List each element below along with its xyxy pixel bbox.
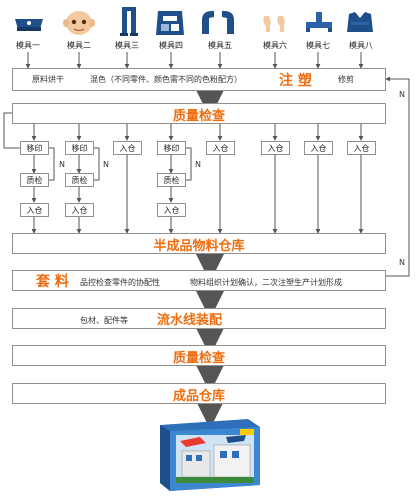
kitting-title: 套 料 [36, 274, 69, 290]
toy-box-icon [160, 419, 260, 491]
transfer-box-2: 移印 [65, 141, 94, 155]
store-box-7: 入仓 [304, 141, 333, 155]
n-label-loop: N [399, 90, 405, 99]
store-box-4: 入仓 [157, 203, 186, 217]
finished-warehouse-bar [12, 383, 386, 404]
mold-5-label: 模具五 [208, 41, 232, 50]
quality-check-title-1: 质量检查 [172, 109, 225, 124]
assembly-bar [12, 308, 386, 329]
transfer-box-4: 移印 [157, 141, 186, 155]
hands-icon [263, 16, 285, 32]
mold-1-label: 模具一 [16, 41, 40, 50]
trim-text: 修剪 [338, 75, 354, 84]
store-box-8: 入仓 [347, 141, 376, 155]
inspect-box-2: 质检 [65, 173, 94, 187]
store-box-5: 入仓 [206, 141, 235, 155]
legs-icon [120, 7, 138, 36]
semi-finished-warehouse-title: 半成品物料仓库 [153, 239, 245, 254]
vest-icon [347, 12, 373, 32]
inspect-box-4: 质检 [157, 173, 186, 187]
arms-icon [202, 11, 234, 34]
n-label-col2: N [103, 160, 109, 169]
mold-2-label: 模具二 [67, 41, 91, 50]
cap-icon [15, 19, 43, 31]
mold-4-label: 模具四 [159, 41, 183, 50]
store-box-3: 入仓 [113, 141, 142, 155]
kitting-bar [12, 270, 386, 291]
torso-icon [156, 11, 184, 35]
mold-6-label: 模具六 [263, 41, 287, 50]
n-label-loop-2: N [399, 258, 405, 267]
assembly-title: 流水线装配 [157, 313, 223, 328]
kitting-desc-2: 物料组织计划确认，二次注塑生产计划形成 [190, 278, 342, 287]
store-box-2: 入仓 [65, 203, 94, 217]
inspect-box-1: 质检 [20, 173, 49, 187]
raw-mix-text: 混色（不同零件、颜色需不同的色粉配方） [90, 75, 242, 84]
mold-3-label: 模具三 [115, 41, 139, 50]
quality-check-title-2: 质量检查 [172, 351, 225, 366]
connector-icon [306, 12, 332, 32]
store-box-1: 入仓 [20, 203, 49, 217]
quality-check-bar-2 [12, 345, 386, 366]
quality-check-bar-1 [12, 103, 386, 124]
mold-8-label: 模具八 [349, 41, 373, 50]
raw-material-bar [12, 68, 386, 91]
n-label-col4: N [195, 160, 201, 169]
semi-finished-warehouse-bar [12, 233, 386, 254]
n-label-col1: N [59, 160, 65, 169]
finished-warehouse-title: 成品仓库 [172, 389, 225, 404]
transfer-box-1: 移印 [20, 141, 49, 155]
store-box-6: 入仓 [261, 141, 290, 155]
face-icon [63, 11, 95, 35]
raw-left-text: 原料烘干 [32, 75, 64, 84]
mold-7-label: 模具七 [306, 41, 330, 50]
injection-title: 注 塑 [279, 73, 312, 89]
assembly-materials-text: 包材、配件等 [80, 316, 128, 325]
kitting-desc-1: 品控检查零件的协配性 [80, 278, 160, 287]
